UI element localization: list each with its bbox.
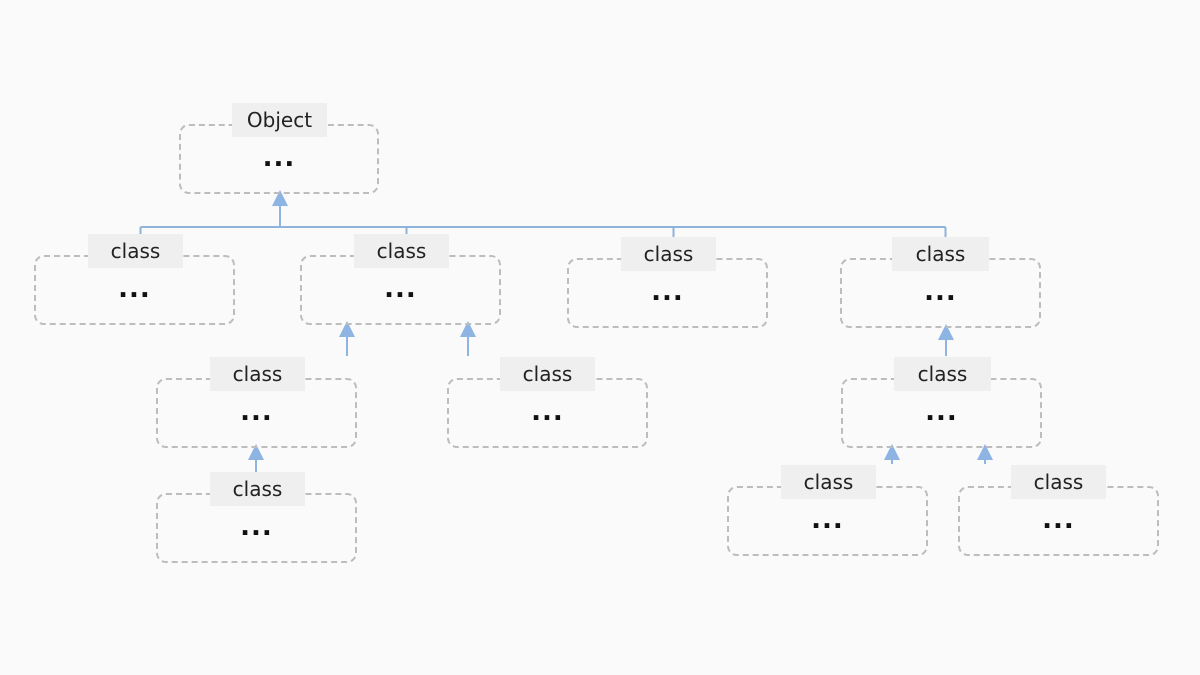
node-label: class: [354, 234, 449, 268]
node-label: class: [210, 357, 305, 391]
node-content: ...: [924, 277, 957, 307]
node-label: class: [88, 234, 183, 268]
node-content: ...: [1042, 505, 1075, 535]
node-label: Object: [232, 103, 327, 137]
node-label: class: [500, 357, 595, 391]
node-content: ...: [240, 397, 273, 427]
node-content: ...: [651, 277, 684, 307]
node-content: ...: [240, 512, 273, 542]
node-label: class: [1011, 465, 1106, 499]
node-label: class: [894, 357, 991, 391]
node-label: class: [892, 237, 989, 271]
node-content: ...: [531, 397, 564, 427]
node-class-b1a: ...: [156, 493, 357, 563]
node-content: ...: [811, 505, 844, 535]
node-content: ...: [118, 274, 151, 304]
node-label: class: [210, 472, 305, 506]
node-content: ...: [384, 274, 417, 304]
node-label: class: [621, 237, 716, 271]
node-content: ...: [925, 397, 958, 427]
node-content: ...: [262, 143, 296, 173]
node-label: class: [781, 465, 876, 499]
